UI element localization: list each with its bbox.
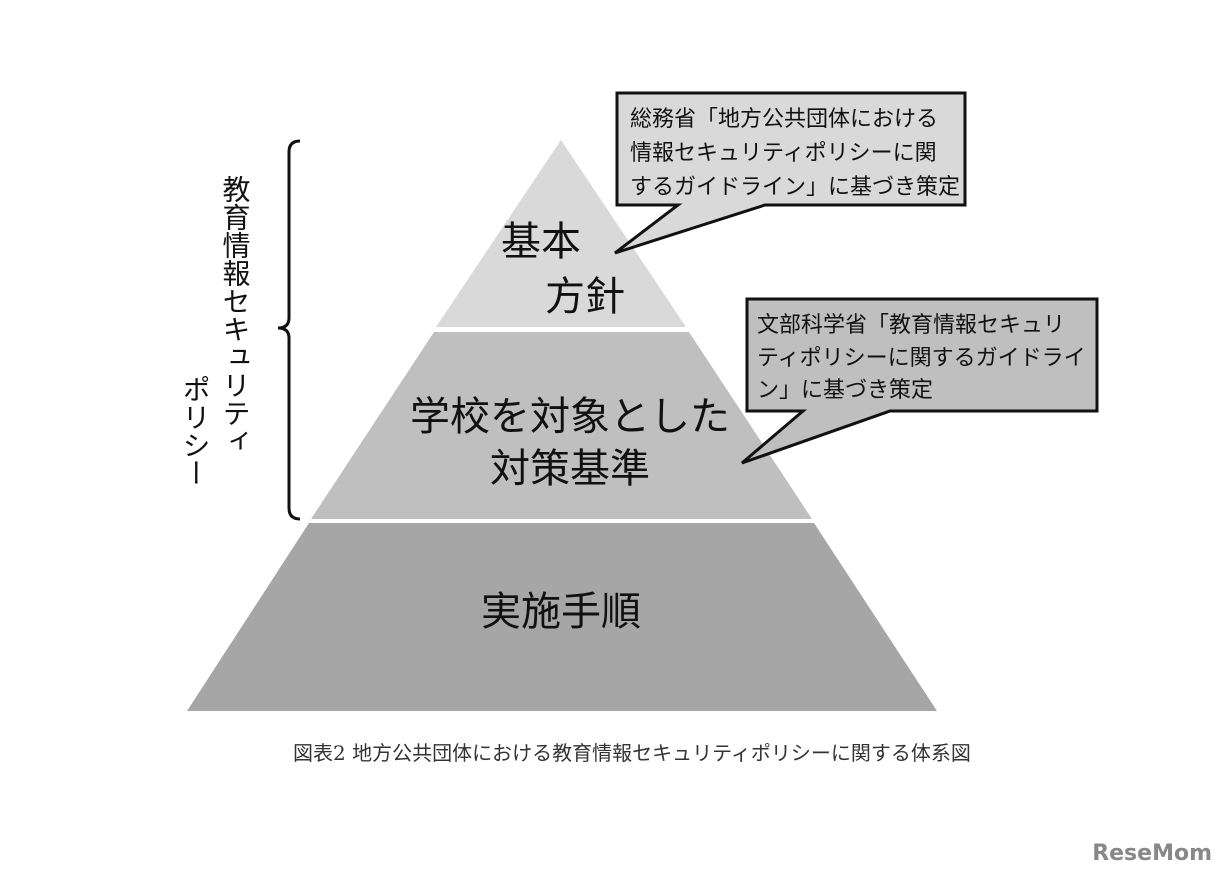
tier-top-line1: 基本 — [501, 219, 581, 265]
tier-top-line2: 方針 — [545, 274, 625, 320]
side-label-col2: ポリシー — [179, 375, 212, 487]
callout-1-line3: するガイドライン」に基づき策定 — [630, 175, 960, 200]
tier-middle — [311, 332, 812, 519]
callout-2-line2: ティポリシーに関するガイドライ — [757, 346, 1086, 371]
bracket — [277, 139, 301, 521]
tier-bottom-line1: 実施手順 — [481, 589, 641, 635]
callout-1-bubble — [614, 91, 967, 255]
callout-2-line1: 文部科学省「教育情報セキュリ — [757, 313, 1065, 338]
tier-middle-line1: 学校を対象とした — [410, 394, 730, 440]
tier-bottom — [187, 523, 937, 711]
side-label-col1: 教育情報セキュリティ — [219, 175, 252, 455]
tier-middle-line2: 対策基準 — [490, 446, 650, 492]
callout-2-line3: ン」に基づき策定 — [757, 378, 933, 403]
resemom-logo: ReseMom — [1092, 841, 1212, 866]
tier-top — [436, 140, 686, 327]
caption: 図表2 地方公共団体における教育情報セキュリティポリシーに関する体系図 — [293, 741, 971, 765]
callout-1-line1: 総務省「地方公共団体における — [630, 107, 938, 132]
callout-1-line2: 情報セキュリティポリシーに関 — [630, 141, 937, 166]
callout-2-bubble — [741, 297, 1099, 465]
